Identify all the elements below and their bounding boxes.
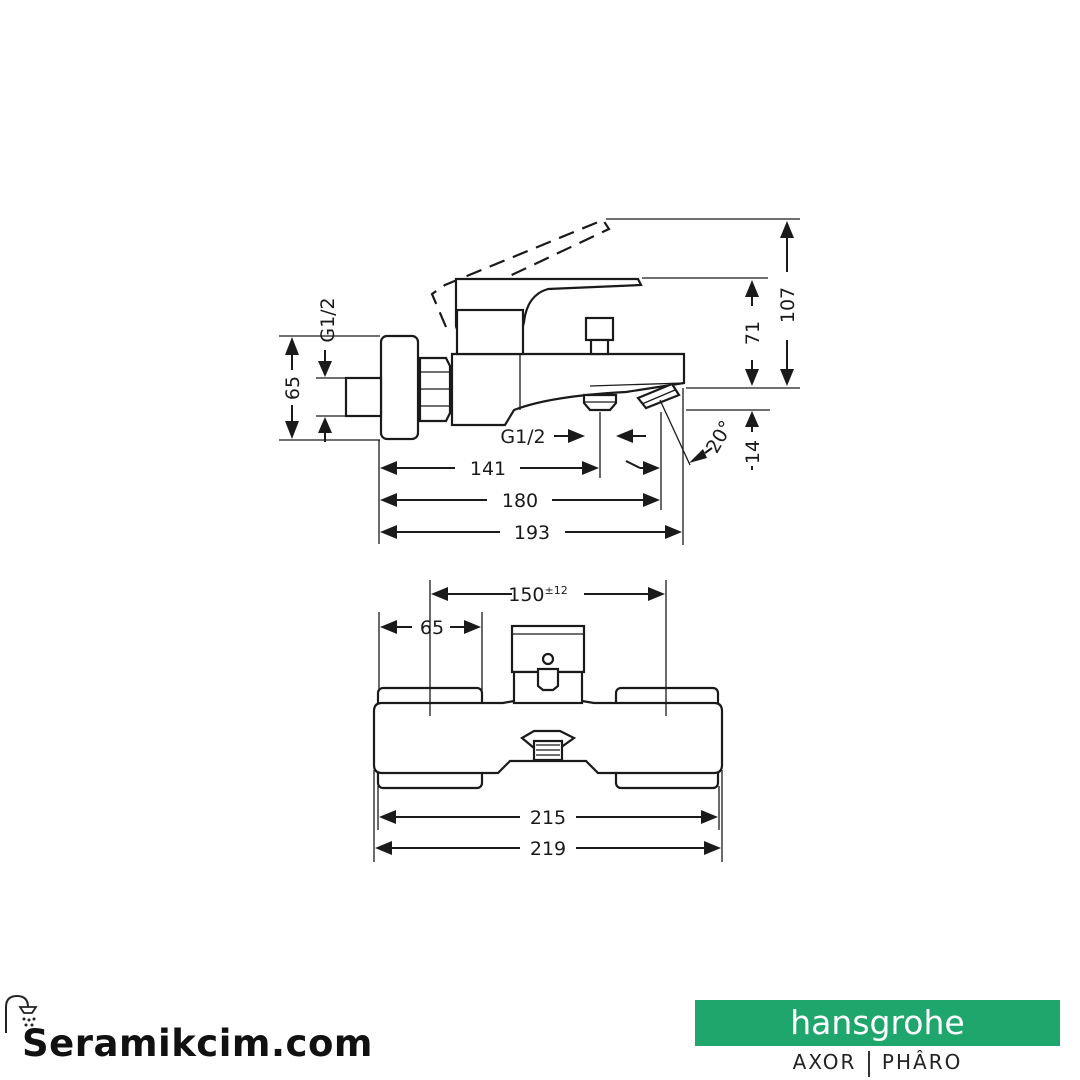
brand-sub-left: AXOR (792, 1050, 857, 1074)
dim-71: 71 (742, 280, 764, 386)
dim-141: 141 (380, 458, 599, 480)
dim-14: 14 (742, 411, 764, 470)
side-view: 65 G1/2 G1/2 141 (279, 218, 800, 545)
mixer-body (450, 352, 686, 427)
diverter-front (541, 652, 555, 666)
dim-g12-left-label: G1/2 (317, 297, 339, 342)
diverter-knob (584, 316, 615, 342)
watermark-text: Seramikcim.com (22, 1022, 373, 1065)
dim-107: 107 (777, 221, 799, 386)
brand-name: hansgrohe (790, 1003, 965, 1042)
dim-193: 193 (380, 522, 682, 544)
dim-215: 215 (379, 807, 718, 829)
brand-separator (868, 1050, 870, 1077)
dim-150-label: 150±12 (508, 584, 567, 606)
dim-65-front-label: 65 (420, 617, 444, 639)
dim-107-label: 107 (777, 287, 799, 323)
dim-g12-bottom-label: G1/2 (500, 426, 545, 448)
front-view: 150±12 65 215 219 (372, 580, 724, 862)
dim-angle-20: 20° (689, 417, 738, 463)
brand-sub-right: PHÂRO (881, 1050, 963, 1074)
wall-flange (379, 334, 420, 441)
dim-65-label: 65 (282, 376, 304, 400)
dim-150-tolerance: ±12 (545, 584, 568, 597)
dim-71-label: 71 (742, 321, 764, 345)
dim-215-label: 215 (530, 807, 566, 829)
dim-150: 150±12 (431, 584, 665, 606)
dim-65-vertical: 65 (282, 337, 304, 439)
dim-150-value: 150 (508, 584, 544, 606)
brand-logo: hansgrohe (695, 1000, 1060, 1046)
dim-219-label: 219 (530, 838, 566, 860)
dim-g12-vertical: G1/2 (317, 297, 339, 442)
brand-sub-lines: AXOR PHÂRO (695, 1050, 1060, 1077)
dim-219: 219 (375, 838, 721, 860)
lever-raised-dashed-outline (430, 218, 611, 328)
dim-193-label: 193 (514, 522, 550, 544)
dim-65-front: 65 (380, 617, 481, 639)
lever-stem (455, 308, 525, 356)
shower-icon (5, 994, 38, 1033)
dim-141-label: 141 (470, 458, 506, 480)
dim-14-label: 14 (742, 440, 764, 464)
dim-180-label: 180 (502, 490, 538, 512)
dim-180: 180 (380, 490, 660, 512)
inlet-pipe (344, 376, 383, 418)
dim-g12-horizontal: G1/2 (500, 426, 646, 448)
